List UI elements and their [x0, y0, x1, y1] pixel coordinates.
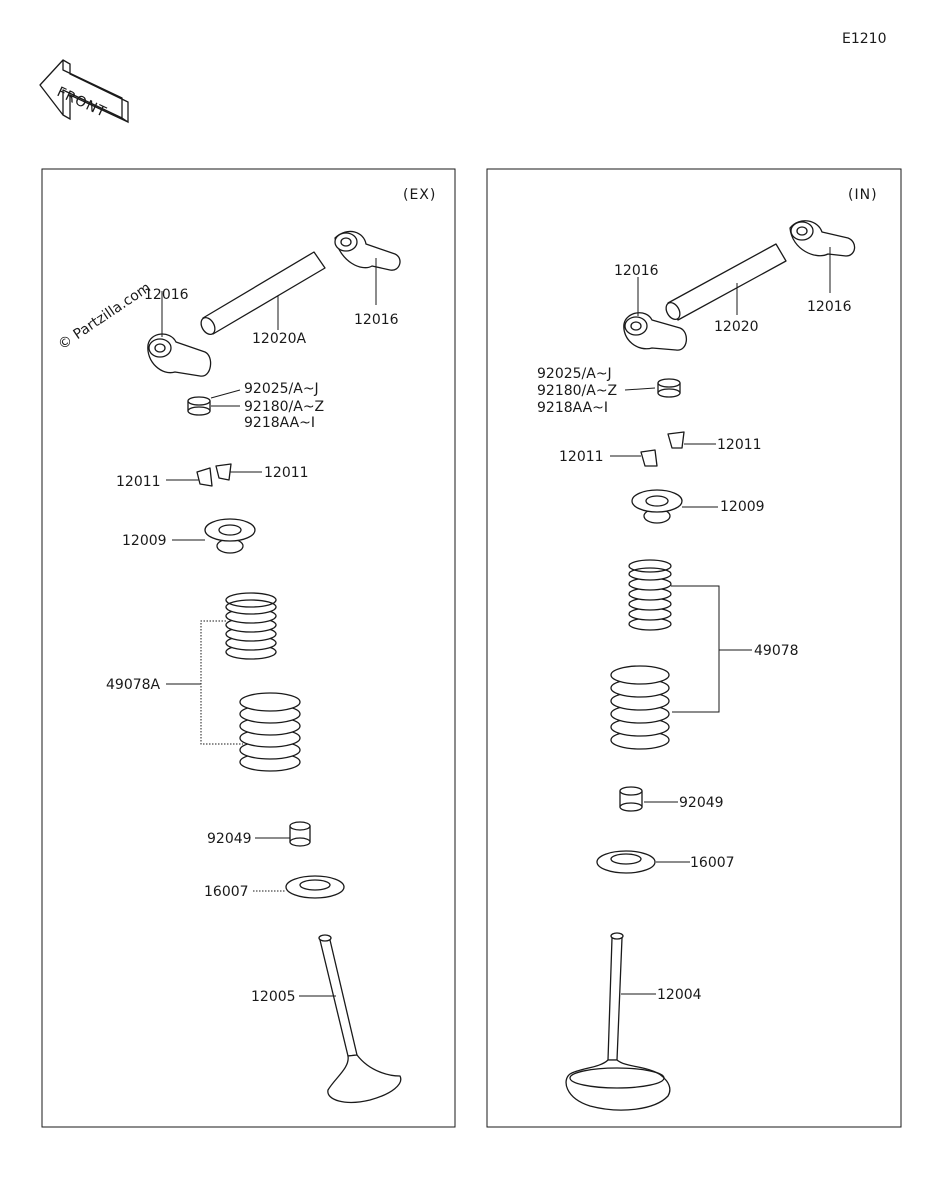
panel-in: (IN) — [486, 168, 902, 1128]
ex-label-retainer: 12009 — [122, 533, 167, 549]
ex-spring-small-icon — [225, 592, 277, 660]
in-rocker-arm-right-icon — [789, 220, 856, 257]
panel-ex: (EX) — [41, 168, 456, 1128]
ex-cotter-right-icon — [215, 463, 232, 481]
ex-label-valve: 12005 — [251, 989, 296, 1005]
in-spring-large-icon — [610, 665, 670, 750]
in-valve-icon — [565, 932, 671, 1111]
in-label-seal: 92049 — [679, 795, 724, 811]
in-label-seat: 16007 — [690, 855, 735, 871]
panel-in-frame — [486, 168, 902, 1128]
ex-label-cotter-right: 12011 — [264, 465, 309, 481]
ex-label-shim-1: 92025/A~J — [244, 381, 319, 397]
ex-label-shaft: 12020A — [252, 331, 307, 347]
ex-shaft-icon — [200, 251, 326, 336]
front-arrow-icon: FRONT — [39, 59, 129, 124]
ex-cotter-left-icon — [196, 467, 213, 487]
in-shim-icon — [657, 378, 681, 398]
page-code: E1210 — [842, 31, 886, 47]
in-label-cotter-left: 12011 — [559, 449, 604, 465]
in-label-shim-1: 92025/A~J — [537, 366, 612, 382]
in-label-shim-3: 9218AA~I — [537, 400, 608, 416]
in-label-retainer: 12009 — [720, 499, 765, 515]
ex-label-shim-2: 92180/A~Z — [244, 399, 324, 415]
ex-label-seal: 92049 — [207, 831, 252, 847]
in-spring-small-icon — [628, 559, 672, 631]
in-shaft-icon — [665, 243, 787, 321]
ex-label-arm-left: 12016 — [144, 287, 189, 303]
in-cotter-right-icon — [667, 431, 685, 449]
in-label-arm-right: 12016 — [807, 299, 852, 315]
in-retainer-icon — [631, 489, 683, 524]
ex-stem-seal-icon — [289, 821, 311, 847]
ex-rocker-arm-right-icon — [334, 230, 401, 271]
ex-label-shim-3: 9218AA~I — [244, 415, 315, 431]
panel-in-title: (IN) — [848, 187, 878, 203]
ex-valve-icon — [318, 934, 402, 1104]
in-stem-seal-icon — [619, 786, 643, 812]
ex-spring-large-icon — [239, 692, 301, 772]
in-label-shaft: 12020 — [714, 319, 759, 335]
panel-ex-title: (EX) — [403, 187, 436, 203]
panel-ex-frame — [41, 168, 456, 1128]
ex-label-springs: 49078A — [106, 677, 161, 693]
ex-label-cotter-left: 12011 — [116, 474, 161, 490]
ex-label-arm-right: 12016 — [354, 312, 399, 328]
in-label-valve: 12004 — [657, 987, 702, 1003]
ex-label-seat: 16007 — [204, 884, 249, 900]
in-spring-seat-icon — [596, 850, 656, 874]
ex-spring-seat-icon — [285, 875, 345, 899]
ex-retainer-icon — [204, 518, 256, 554]
ex-shim-icon — [187, 396, 211, 416]
in-label-arm-left: 12016 — [614, 263, 659, 279]
in-label-cotter-right: 12011 — [717, 437, 762, 453]
in-cotter-left-icon — [640, 449, 658, 467]
in-label-shim-2: 92180/A~Z — [537, 383, 617, 399]
in-label-springs: 49078 — [754, 643, 799, 659]
ex-rocker-arm-left-icon — [147, 333, 212, 377]
watermark: © Partzilla.com — [55, 280, 154, 354]
